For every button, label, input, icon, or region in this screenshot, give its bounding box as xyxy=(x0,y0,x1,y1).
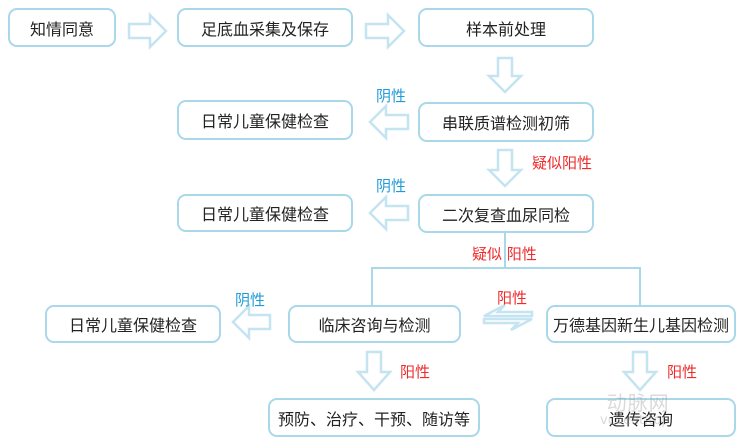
left-arrow-icon xyxy=(368,193,410,233)
node-routine-checkup: 日常儿童保健检查 xyxy=(177,194,353,232)
right-arrow-icon xyxy=(364,11,406,51)
suspected-positive-label: 疑似 阳性 xyxy=(472,245,537,263)
branch-line xyxy=(371,267,641,305)
positive-label: 阳性 xyxy=(400,363,431,381)
negative-label: 阴性 xyxy=(376,177,407,195)
watermark-name: 动脉网 xyxy=(606,391,670,415)
node-consent: 知情同意 xyxy=(8,8,116,47)
watermark-site: vcbeat.top xyxy=(600,413,670,428)
negative-label: 阴性 xyxy=(376,87,407,105)
node-routine-checkup: 日常儿童保健检查 xyxy=(177,100,353,140)
right-arrow-icon xyxy=(127,11,168,51)
down-arrow-icon xyxy=(355,350,393,392)
down-arrow-icon xyxy=(485,56,525,94)
down-arrow-icon xyxy=(485,148,525,188)
swap-arrows-icon xyxy=(482,317,533,332)
node-gene-test: 万德基因新生儿基因检测 xyxy=(546,305,736,343)
positive-label: 阳性 xyxy=(497,289,528,307)
node-collection: 足底血采集及保存 xyxy=(177,8,353,47)
suspected-positive-label: 疑似阳性 xyxy=(532,154,593,172)
left-arrow-icon xyxy=(368,102,410,142)
negative-label: 阴性 xyxy=(235,291,266,309)
positive-label: 阳性 xyxy=(667,363,698,381)
swap-arrows-icon xyxy=(483,303,534,318)
watermark: 动脉网 vcbeat.top xyxy=(600,392,670,428)
node-intervention: 预防、治疗、干预、随访等 xyxy=(268,398,480,437)
node-routine-checkup: 日常儿童保健检查 xyxy=(45,305,221,343)
node-preprocess: 样本前处理 xyxy=(418,8,594,47)
node-recheck: 二次复查血尿同检 xyxy=(418,194,594,233)
node-ms-screening: 串联质谱检测初筛 xyxy=(418,102,594,142)
down-arrow-icon xyxy=(621,350,659,392)
node-genetic-counsel: 遗传咨询 xyxy=(546,398,736,437)
left-arrow-icon xyxy=(231,302,272,342)
node-clinical: 临床咨询与检测 xyxy=(288,305,461,343)
